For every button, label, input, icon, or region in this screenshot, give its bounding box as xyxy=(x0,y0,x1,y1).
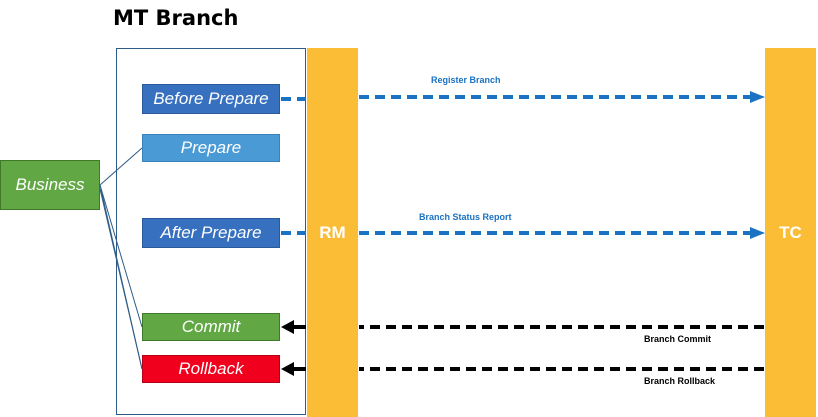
branch-status-report-arrowhead xyxy=(750,227,765,239)
register-branch-label: Register Branch xyxy=(431,75,501,85)
rollback-box: Rollback xyxy=(142,355,280,383)
branch-status-report-label: Branch Status Report xyxy=(419,212,512,222)
commit-box: Commit xyxy=(142,313,280,341)
prepare-label: Prepare xyxy=(180,138,242,157)
branch-commit-arrowhead xyxy=(281,320,294,334)
register-branch-arrowhead xyxy=(750,91,765,103)
rollback-label: Rollback xyxy=(178,359,244,378)
commit-label: Commit xyxy=(181,317,241,336)
before-prepare-box: Before Prepare xyxy=(142,84,280,114)
tc-label: TC xyxy=(779,222,802,242)
after-prepare-label: After Prepare xyxy=(160,223,262,242)
business-box: Business xyxy=(0,160,100,210)
business-label: Business xyxy=(15,175,85,194)
before-prepare-label: Before Prepare xyxy=(153,89,269,108)
tc-bar: TC xyxy=(765,48,816,417)
after-prepare-box: After Prepare xyxy=(142,218,280,248)
business-to-prepare-line xyxy=(99,147,143,186)
branch-commit-label: Branch Commit xyxy=(644,334,712,344)
rm-bar: RM xyxy=(307,48,358,417)
branch-rollback-label: Branch Rollback xyxy=(644,376,716,386)
branch-rollback-arrowhead xyxy=(281,362,294,376)
business-to-rollback-line-b xyxy=(99,188,143,370)
business-to-commit-line xyxy=(99,184,143,328)
diagram-title: MT Branch xyxy=(113,6,239,30)
rm-label: RM xyxy=(319,222,346,242)
prepare-box: Prepare xyxy=(142,134,280,162)
